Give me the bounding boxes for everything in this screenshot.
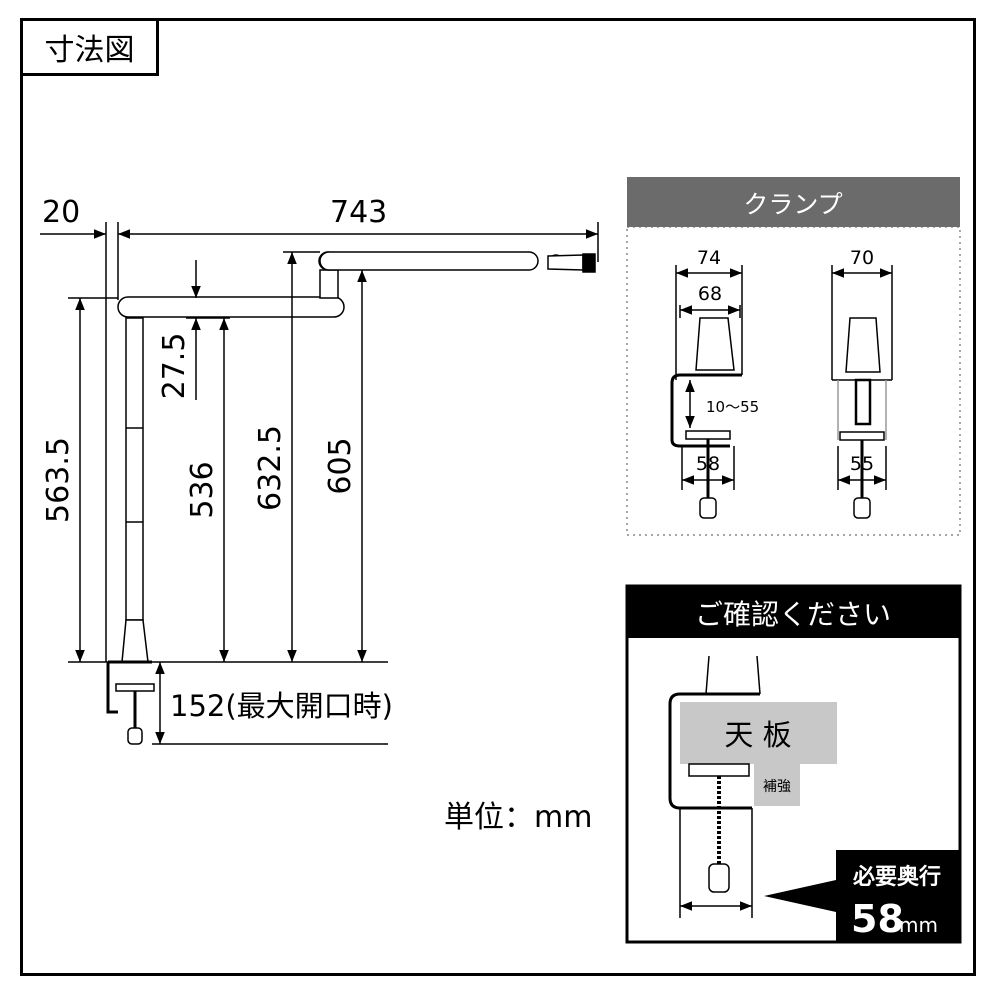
table-board-label: 天 板 <box>724 718 791 752</box>
dim-arm-height: 605 <box>323 437 358 494</box>
drawing-frame <box>20 18 976 976</box>
required-depth-label: 必要奥行 <box>853 864 941 890</box>
clamp-right-base-width: 55 <box>850 453 874 475</box>
clamp-left-outer-width: 74 <box>697 247 721 269</box>
dim-arm-length: 743 <box>330 195 387 230</box>
confirm-panel-title: ご確認ください <box>695 598 891 631</box>
clamp-panel-header <box>627 177 960 227</box>
dim-pole-offset: 27.5 <box>157 333 192 400</box>
required-depth-value: 58 <box>851 897 904 941</box>
dim-total-height: 563.5 <box>41 437 76 523</box>
reinforcement-label: 補強 <box>763 779 791 795</box>
required-depth-unit: mm <box>899 913 938 937</box>
dim-head-height: 632.5 <box>253 425 288 511</box>
unit-label: 単位：mm <box>444 800 593 835</box>
clamp-left-inner-width: 68 <box>698 283 722 305</box>
clamp-left-base-width: 58 <box>696 453 720 475</box>
dim-offset: 20 <box>42 195 80 230</box>
clamp-panel: クランプ 74 68 10～55 58 <box>626 177 961 536</box>
dim-clamp-opening: 152(最大開口時) <box>170 689 393 723</box>
page-title: 寸法図 <box>20 18 159 76</box>
dim-pole-height: 536 <box>185 461 220 518</box>
confirm-panel: ご確認ください 天 板 補強 必要奥行 58 mm <box>625 584 962 944</box>
clamp-panel-title: クランプ <box>743 190 842 219</box>
required-depth-badge <box>764 850 960 942</box>
confirm-panel-header <box>627 586 960 638</box>
reinforcement-block <box>754 764 800 806</box>
main-dimension-lines <box>40 222 599 745</box>
main-dimension-labels: 20 743 563.5 27.5 536 632.5 605 152(最大開口… <box>41 195 393 723</box>
table-board <box>680 702 837 764</box>
clamp-right-outer-width: 70 <box>850 247 874 269</box>
lamp-drawing <box>105 222 596 745</box>
clamp-left-range: 10～55 <box>706 398 759 416</box>
